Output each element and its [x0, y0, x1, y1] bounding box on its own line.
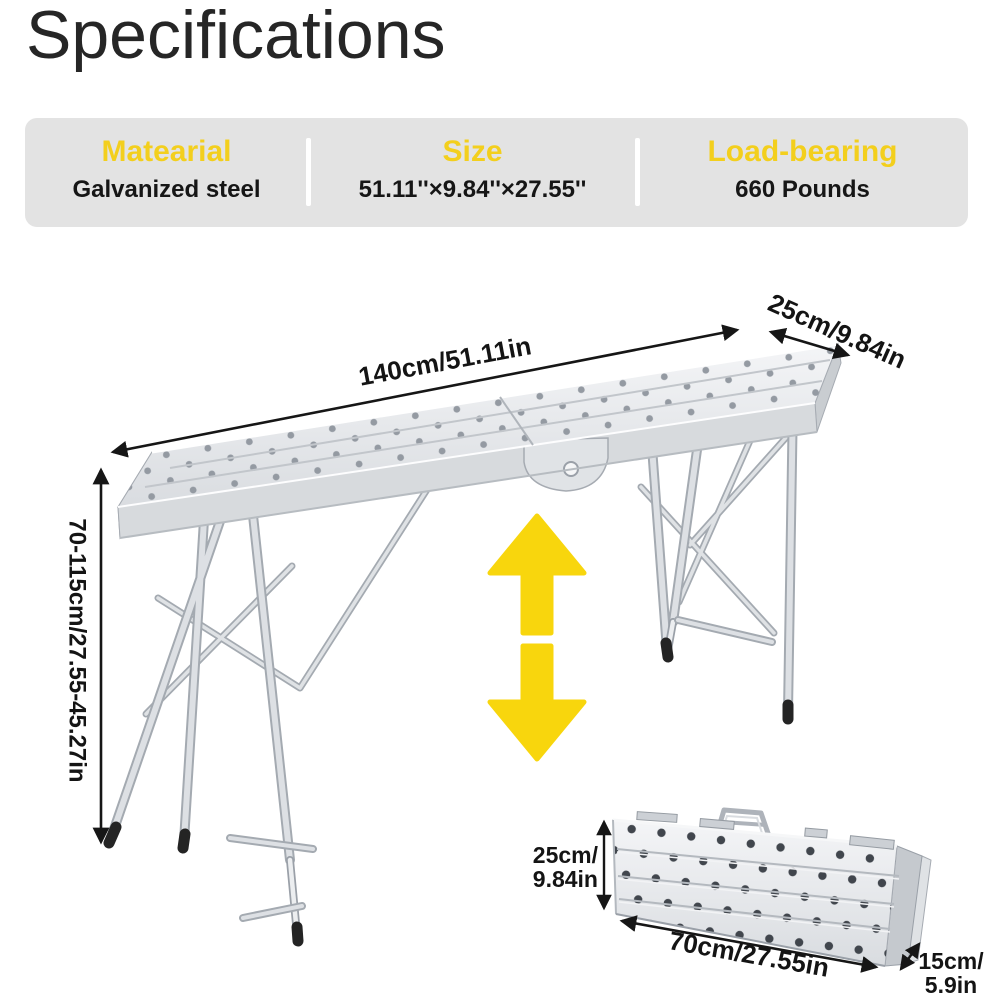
foot-caps: [103, 637, 794, 947]
folded-height-label: 25cm/ 9.84in: [498, 842, 598, 892]
spec-label-load: Load-bearing: [707, 135, 898, 168]
spec-column-material: Matearial Galvanized steel: [25, 118, 308, 227]
spec-label-size: Size: [442, 135, 503, 168]
spec-value-load: 660 Pounds: [735, 176, 870, 203]
spec-value-material: Galvanized steel: [72, 176, 261, 203]
folded-height-line1: 25cm/: [532, 842, 598, 868]
folded-depth-line1: 15cm/: [918, 948, 984, 974]
folded-depth-dimension-line: [899, 942, 921, 971]
latch-hardware: [636, 811, 895, 850]
folded-length-dimension-line: [619, 915, 879, 973]
length-dimension-line: [110, 324, 740, 458]
spec-column-size: Size 51.11''×9.84''×27.55'': [308, 118, 637, 227]
page-title: Specifications: [26, 0, 446, 73]
spec-label-material: Matearial: [101, 135, 232, 168]
spec-value-size: 51.11''×9.84''×27.55'': [358, 176, 587, 203]
spec-divider: [306, 138, 311, 206]
spec-divider: [635, 138, 640, 206]
height-dimension-label: 70-115cm/27.55-45.27in: [63, 518, 91, 783]
height-adjust-up-arrow-icon: [487, 513, 587, 636]
folded-height-line2: 9.84in: [532, 865, 598, 892]
depth-dimension-line: [768, 328, 851, 359]
spec-column-load: Load-bearing 660 Pounds: [637, 118, 968, 227]
folded-depth-label: 15cm/ 5.9in: [898, 948, 1000, 998]
height-adjust-down-arrow-icon: [487, 643, 587, 762]
folded-depth-line2: 5.9in: [924, 971, 978, 998]
spec-bar: Matearial Galvanized steel Size 51.11''×…: [25, 118, 968, 227]
